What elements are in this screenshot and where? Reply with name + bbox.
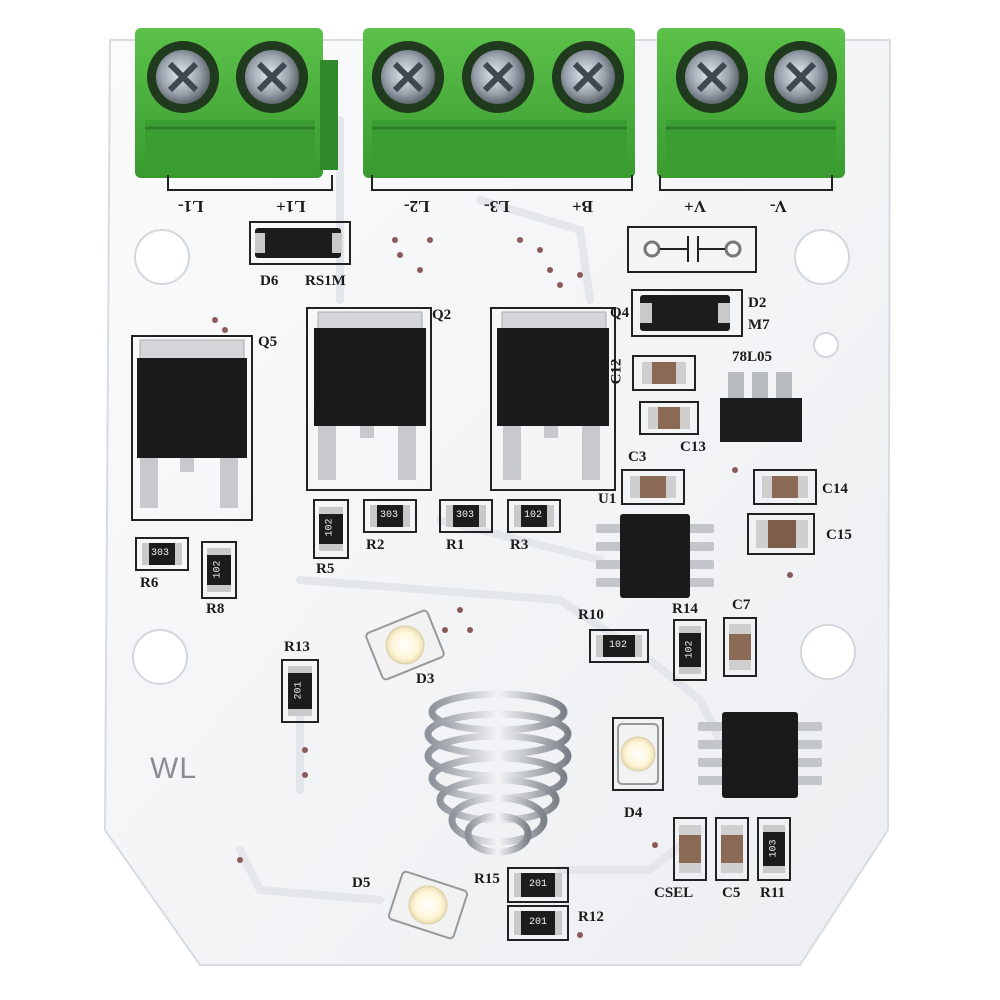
resistor-r11: [757, 817, 791, 881]
capacitor-c12: [632, 355, 696, 391]
resistor-code-r12: 201: [529, 917, 548, 928]
screw-icon: [462, 41, 534, 113]
resistor-code-r15: 201: [529, 879, 548, 890]
screw-icon: [147, 41, 219, 113]
capacitor-c7: [723, 617, 757, 677]
silk-label-c5: C5: [722, 885, 741, 901]
screw-icon: [676, 41, 748, 113]
led-d5: [387, 870, 469, 940]
diode-d2: [631, 289, 743, 337]
capacitor-c3: [621, 469, 685, 505]
resistor-r6: [135, 537, 189, 571]
resistor-code-r14: 102: [684, 640, 696, 659]
resistor-code-r10: 102: [609, 640, 628, 651]
silk-label-r3: R3: [510, 537, 529, 553]
resistors: [135, 499, 791, 941]
silk-label-r1: R1: [446, 537, 465, 553]
silk-label-rs1m: RS1M: [305, 273, 346, 289]
resistor-r12: [507, 905, 569, 941]
silk-label-l2-minus: L2-: [404, 197, 430, 216]
silk-label-c14: C14: [822, 481, 848, 497]
silk-label-r2: R2: [366, 537, 385, 553]
silk-label-u1: U1: [598, 491, 617, 507]
led-d3: [365, 609, 445, 681]
resistor-code-r13: 201: [293, 681, 305, 700]
silk-label-m7: M7: [748, 317, 770, 333]
silk-label-r6: R6: [140, 575, 159, 591]
screw-icon: [765, 41, 837, 113]
resistor-code-r3: 102: [524, 510, 543, 521]
resistor-r3: [507, 499, 561, 533]
silk-label-r14: R14: [672, 601, 698, 617]
mosfet-q2: [306, 307, 432, 491]
resistor-r13: [281, 659, 319, 723]
silk-label-c12: C12: [608, 358, 625, 385]
capacitor-csel: [673, 817, 707, 881]
screw-icon: [372, 41, 444, 113]
terminal-screws: [147, 41, 837, 113]
silk-label-d3: D3: [416, 671, 435, 687]
resistor-r14: [673, 619, 707, 681]
resistor-r2: [363, 499, 417, 533]
silk-label-c15: C15: [826, 527, 852, 543]
silk-label-csel: CSEL: [654, 885, 694, 901]
silk-label-r12: R12: [578, 909, 604, 925]
mosfet-q5: [131, 335, 253, 521]
silk-label-d5: D5: [352, 875, 371, 891]
silk-label-r5: R5: [316, 561, 335, 577]
silk-label-c13: C13: [680, 439, 706, 455]
ic-u1: [596, 514, 714, 598]
silk-label-l1-minus: L1-: [178, 197, 204, 216]
screw-icon: [236, 41, 308, 113]
ic-u2: [698, 712, 822, 798]
resistor-r15: [507, 867, 569, 903]
silk-label-r13: R13: [284, 639, 310, 655]
resistor-r1: [439, 499, 493, 533]
spring-contact: [424, 690, 572, 856]
silk-label-c7: C7: [732, 597, 751, 613]
board-mark: WL: [150, 752, 197, 785]
capacitor-footprint: [643, 236, 742, 262]
silk-label-r8: R8: [206, 601, 225, 617]
regulator-78l05: [720, 372, 802, 442]
led-d4: [612, 717, 664, 791]
silk-label-r15: R15: [474, 871, 500, 887]
silk-label-v-minus: V-: [770, 197, 787, 216]
resistor-code-r6: 303: [151, 548, 170, 559]
resistor-r5: [313, 499, 349, 559]
silk-label-q2: Q2: [432, 307, 452, 323]
capacitor-c14: [753, 469, 817, 505]
vias: [212, 237, 793, 938]
silk-label-d4: D4: [624, 805, 643, 821]
resistor-r10: [589, 629, 649, 663]
capacitors: [621, 355, 817, 881]
silk-label-l1-plus: L1+: [276, 197, 306, 216]
silk-label-v-plus: V+: [684, 197, 706, 216]
silk-label-d6: D6: [260, 273, 279, 289]
silk-label-q4: Q4: [610, 305, 630, 321]
mosfet-q4: [490, 307, 616, 491]
resistor-code-r5: 102: [324, 518, 336, 537]
resistor-r8: [201, 541, 237, 599]
silk-label-l3-minus: L3-: [484, 197, 510, 216]
silk-outlines: [167, 175, 833, 273]
capacitor-c13: [639, 401, 699, 435]
capacitor-c5: [715, 817, 749, 881]
silk-label-r10: R10: [578, 607, 604, 623]
screw-icon: [552, 41, 624, 113]
resistor-code-r1: 303: [456, 510, 475, 521]
silk-label-r11: R11: [760, 885, 786, 901]
resistor-code-r8: 102: [212, 560, 224, 579]
mounting-holes: [132, 229, 856, 685]
resistor-code-r2: 303: [380, 510, 399, 521]
silk-label-c3: C3: [628, 449, 647, 465]
resistor-code-r11: 103: [768, 839, 780, 858]
diode-d6: [249, 221, 351, 265]
silk-label-q5: Q5: [258, 334, 278, 350]
capacitor-c15: [747, 513, 815, 555]
silk-label-78l05: 78L05: [732, 349, 773, 365]
silk-label-d2: D2: [748, 295, 767, 311]
silk-label-b-plus: B+: [572, 197, 594, 216]
